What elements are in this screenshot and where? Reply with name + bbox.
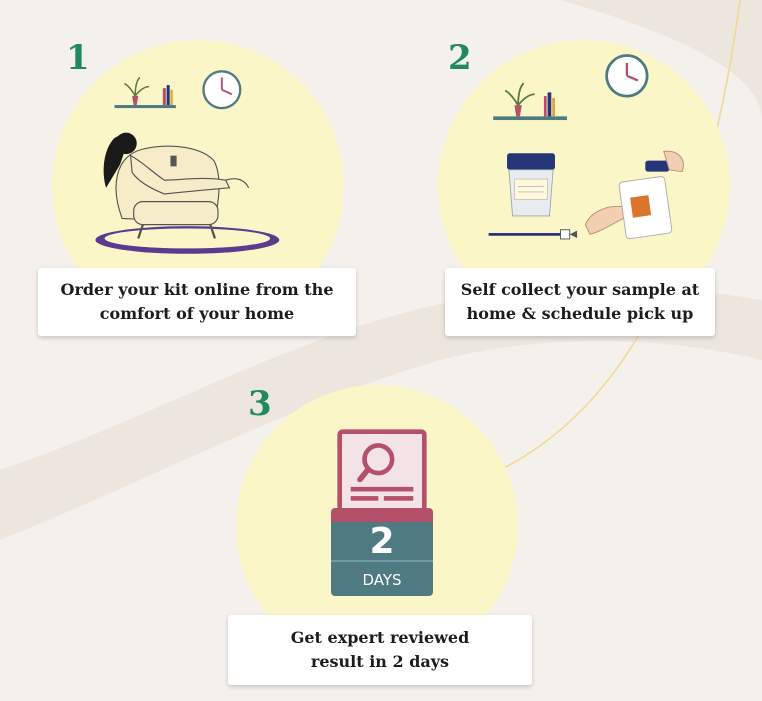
calendar-divider [331,560,433,562]
step-1-text-line-1: Order your kit online from the [60,280,334,299]
calendar-days-label: DAYS [362,571,402,589]
step-2-card: Self collect your sample at home & sched… [445,268,715,336]
report-document-icon [337,429,427,519]
step-2-text-line-1: Self collect your sample at [460,280,700,299]
step-3-text-line-2: result in 2 days [310,652,450,671]
step-1-card: Order your kit online from the comfort o… [38,268,356,336]
step-3-text-line-1: Get expert reviewed [290,628,470,647]
step-2-illustration [488,54,684,240]
calendar-body [331,522,433,596]
calendar-icon: 2 DAYS [331,508,433,596]
step-3-card: Get expert reviewed result in 2 days [228,615,532,685]
calendar-day-number: 2 [369,521,395,562]
step-2-number: 2 [448,38,472,78]
step-2-text-line-2: home & schedule pick up [466,304,694,323]
step-1-illustration [95,70,280,254]
step-1-text-line-2: comfort of your home [99,304,295,323]
step-1-number: 1 [66,38,90,78]
step-3-number: 3 [248,384,272,424]
calendar-top-bar [331,508,433,522]
